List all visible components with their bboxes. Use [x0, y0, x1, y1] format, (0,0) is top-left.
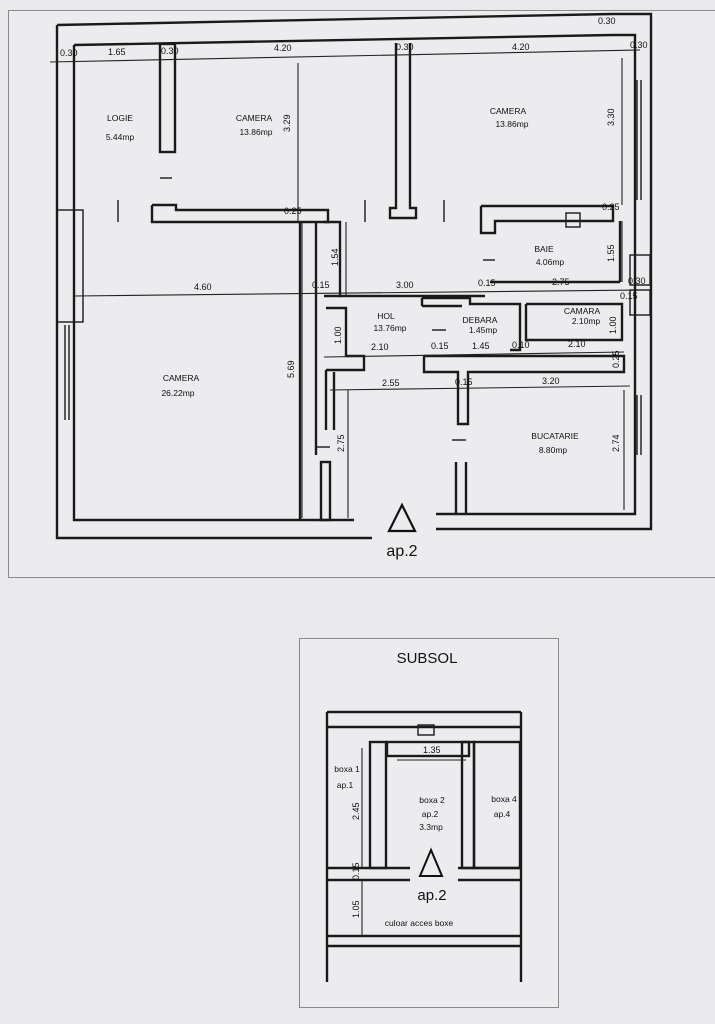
dimension-label: 1.00	[333, 326, 343, 344]
exterior-walls	[55, 12, 653, 540]
entrance-triangle-icon	[387, 502, 417, 533]
dimension-label: 2.75	[336, 434, 346, 452]
subsol-dimension-label: 0.15	[351, 862, 361, 880]
subsol-dimension-label: 2.45	[351, 802, 361, 820]
dimension-label: 0.15	[478, 278, 496, 288]
dimension-label: 0.15	[455, 377, 473, 387]
room-area-debara: 1.45mp	[469, 325, 498, 335]
room-label-camera-2: CAMERA	[490, 106, 527, 116]
dimension-label: 0.15	[312, 280, 330, 290]
subsol-entrance-triangle-icon	[418, 847, 444, 877]
dimension-label: 1.55	[606, 244, 616, 262]
dimension-label: 1.65	[108, 47, 126, 57]
dimension-lines	[49, 49, 641, 518]
box-apt-boxa-4: ap.4	[494, 809, 511, 819]
dimension-label: 1.45	[472, 341, 490, 351]
corridor-label: culoar acces boxe	[385, 918, 454, 928]
dimension-label: 5.69	[286, 360, 296, 378]
apartment-label: ap.2	[386, 543, 417, 560]
dimension-label: 0.25	[284, 206, 302, 216]
dimension-label: 2.74	[611, 434, 621, 452]
room-label-camara: CAMARA	[564, 306, 601, 316]
dimension-label: 0.30	[396, 42, 414, 52]
dimension-label: 0.10	[512, 340, 530, 350]
dimension-label: 4.20	[512, 42, 530, 52]
room-area-logie: 5.44mp	[106, 132, 135, 142]
room-label-camera-3: CAMERA	[163, 373, 200, 383]
dimension-label: 1.00	[608, 316, 618, 334]
dimension-label: 4.60	[194, 282, 212, 292]
dimension-label: 0.15	[620, 291, 638, 301]
dimension-labels: 0.30 1.65 0.30 4.20 0.30 4.20 0.30 0.30 …	[60, 16, 648, 452]
room-area-camera-3: 26.22mp	[161, 388, 194, 398]
room-area-camera-1: 13.86mp	[239, 127, 272, 137]
dimension-label: 2.75	[552, 277, 570, 287]
dimension-label: 3.20	[542, 376, 560, 386]
dimension-label: 2.10	[568, 339, 586, 349]
room-label-debara: DEBARA	[463, 315, 498, 325]
room-area-baie: 4.06mp	[536, 257, 565, 267]
room-area-camera-2: 13.86mp	[495, 119, 528, 129]
dimension-label: 0.25	[611, 350, 621, 368]
dimension-label: 3.00	[396, 280, 414, 290]
dimension-label: 0.30	[630, 40, 648, 50]
box-label-boxa-4: boxa 4	[491, 794, 517, 804]
box-label-boxa-1: boxa 1	[334, 764, 360, 774]
subsol-dimension-label: 1.35	[423, 745, 441, 755]
room-label-logie: LOGIE	[107, 113, 133, 123]
box-apt-boxa-1: ap.1	[337, 780, 354, 790]
room-area-hol: 13.76mp	[373, 323, 406, 333]
room-label-bucatarie: BUCATARIE	[531, 431, 579, 441]
box-label-boxa-2: boxa 2	[419, 795, 445, 805]
subsol-apartment-label: ap.2	[417, 887, 446, 904]
subsol-walls	[325, 710, 523, 982]
dimension-label: 2.10	[371, 342, 389, 352]
dimension-label: 0.30	[598, 16, 616, 26]
dimension-label: 3.30	[606, 108, 616, 126]
dimension-label: 3.29	[282, 114, 292, 132]
room-label-camera-1: CAMERA	[236, 113, 273, 123]
room-label-hol: HOL	[377, 311, 395, 321]
dimension-label: 0.25	[602, 202, 620, 212]
box-apt-boxa-2: ap.2	[422, 809, 439, 819]
floor-plan-sheet	[8, 10, 715, 578]
box-area-boxa-2: 3.3mp	[419, 822, 443, 832]
interior-walls	[117, 42, 626, 522]
dimension-label: 4.20	[274, 43, 292, 53]
dimension-label: 2.55	[382, 378, 400, 388]
subsol-title: SUBSOL	[397, 650, 458, 667]
room-label-baie: BAIE	[534, 244, 554, 254]
dimension-label: 1.54	[330, 248, 340, 266]
dimension-label: 0.30	[628, 276, 646, 286]
room-area-camara: 2.10mp	[572, 316, 601, 326]
dimension-label: 0.30	[60, 48, 78, 58]
dimension-label: 0.15	[431, 341, 449, 351]
dimension-label: 0.30	[161, 46, 179, 56]
subsol-dimension-label: 1.05	[351, 900, 361, 918]
room-area-bucatarie: 8.80mp	[539, 445, 568, 455]
